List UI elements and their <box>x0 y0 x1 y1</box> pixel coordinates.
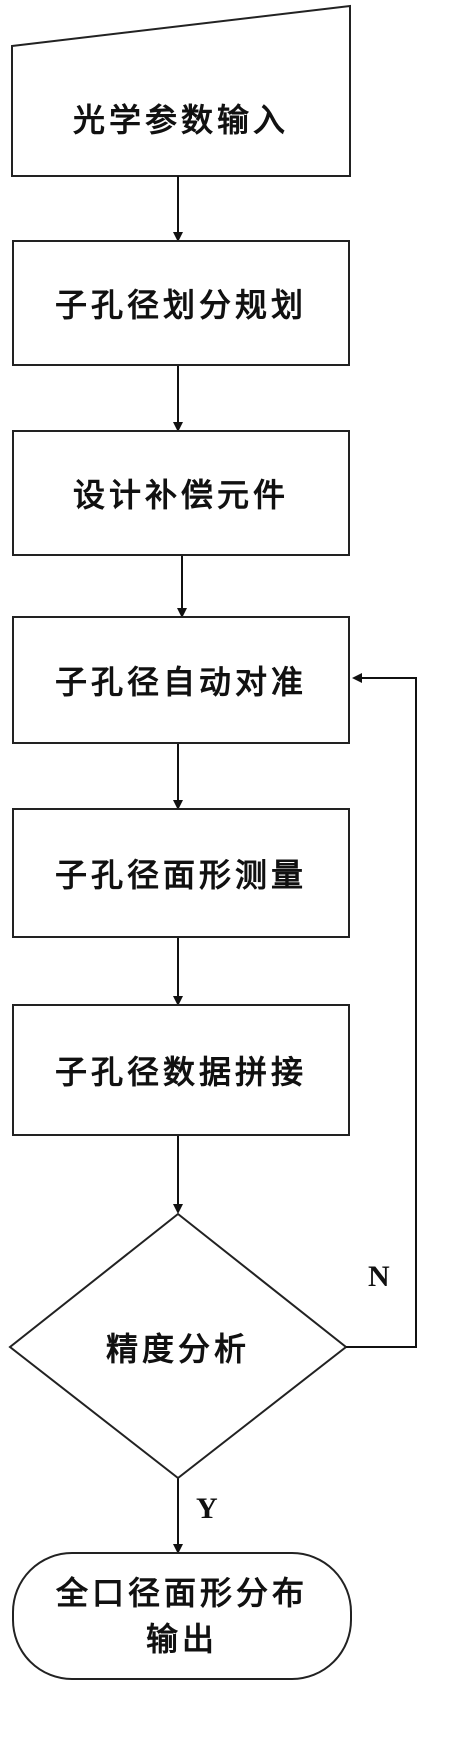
output-line-2: 输出 <box>145 1620 218 1658</box>
branch-yes-label: Y <box>196 1492 218 1525</box>
decision-label: 精度分析 <box>105 1330 250 1368</box>
output-line-1: 全口径面形分布 <box>55 1574 308 1612</box>
step-surface-measurement: 子孔径面形测量 <box>12 808 350 938</box>
step-compensator-design: 设计补偿元件 <box>12 430 350 556</box>
decision-diamond <box>8 1212 348 1480</box>
step-data-stitching: 子孔径数据拼接 <box>12 1004 350 1136</box>
step-subaperture-alignment: 子孔径自动对准 <box>12 616 350 744</box>
output-terminal: 全口径面形分布 输出 <box>12 1552 352 1680</box>
input-step-label: 光学参数输入 <box>72 101 289 139</box>
step-subaperture-planning: 子孔径划分规划 <box>12 240 350 366</box>
branch-no-label: N <box>368 1260 390 1293</box>
input-shape <box>11 4 351 177</box>
feedback-loop-line <box>346 673 417 1348</box>
